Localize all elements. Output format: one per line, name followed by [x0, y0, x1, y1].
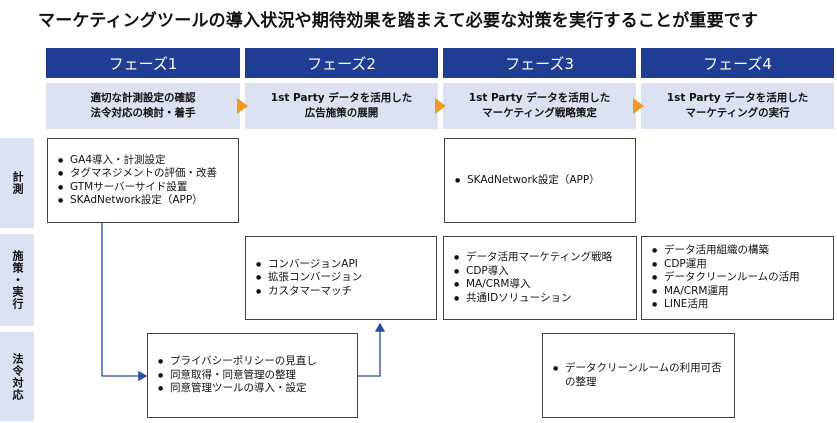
page-title: マーケティングツールの導入状況や期待効果を踏まえて必要な対策を実行することが重要…: [38, 11, 759, 31]
list-item: LINE活用: [652, 298, 800, 312]
phase-2-desc-line-1: 1st Party データを活用した: [270, 92, 413, 104]
list-item: SKAdNetwork設定（APP）: [58, 194, 217, 208]
measure-phase-1-box: GA4導入・計測設定 タグマネジメントの評価・改善 GTMサーバーサイド設置 S…: [47, 138, 239, 223]
action-phase-3-box: データ活用マーケティング戦略 CDP導入 MA/CRM導入 共通IDソリューショ…: [443, 236, 637, 320]
row-label-action: 施策・実行: [0, 234, 34, 326]
action-phase-2-box: コンバージョンAPI 拡張コンバージョン カスタマーマッチ: [245, 236, 437, 320]
list-item: データ活用組織の構築: [652, 244, 800, 258]
list-item: コンバージョンAPI: [256, 258, 362, 272]
list-item: 拡張コンバージョン: [256, 271, 362, 285]
list-item: プライバシーポリシーの見直し: [158, 355, 317, 369]
phase-4-desc-line-2: マーケティングの実行: [685, 107, 790, 119]
phase-1-header: フェーズ1: [46, 48, 240, 78]
list-item: データクリーンルームの活用: [652, 271, 800, 285]
phase-3-desc-line-1: 1st Party データを活用した: [468, 92, 611, 104]
phase-1-desc-line-1: 適切な計測設定の確認: [90, 92, 196, 104]
list-item: MA/CRM導入: [454, 278, 612, 292]
list-item: タグマネジメントの評価・改善: [58, 167, 217, 181]
legal-phase-1-list: プライバシーポリシーの見直し 同意取得・同意管理の整理 同意管理ツールの導入・設…: [156, 355, 317, 396]
phase-2-header: フェーズ2: [245, 48, 438, 78]
phase-arrow-1-icon: [237, 98, 248, 114]
list-item: カスタマーマッチ: [256, 285, 362, 299]
action-phase-3-list: データ活用マーケティング戦略 CDP導入 MA/CRM導入 共通IDソリューショ…: [452, 251, 612, 305]
phase-2-description: 1st Party データを活用した広告施策の展開: [245, 83, 438, 129]
action-phase-2-list: コンバージョンAPI 拡張コンバージョン カスタマーマッチ: [254, 258, 362, 299]
list-item: データクリーンルームの利用可否の整理: [553, 362, 724, 389]
phase-arrow-2-icon: [435, 98, 446, 114]
list-item: CDP導入: [454, 265, 612, 279]
phase-3-description: 1st Party データを活用したマーケティング戦略策定: [443, 83, 636, 129]
list-item: GTMサーバーサイド設置: [58, 181, 217, 195]
list-item: 同意取得・同意管理の整理: [158, 369, 317, 383]
list-item: 共通IDソリューション: [454, 292, 612, 306]
list-item: MA/CRM運用: [652, 285, 800, 299]
measure-phase-3-box: SKAdNetwork設定（APP）: [444, 138, 636, 223]
phase-4-description: 1st Party データを活用したマーケティングの実行: [641, 83, 834, 129]
measure-phase-3-list: SKAdNetwork設定（APP）: [453, 174, 600, 188]
row-label-measurement: 計測: [0, 138, 34, 228]
phase-2-desc-line-2: 広告施策の展開: [304, 107, 379, 119]
phase-1-desc-line-2: 法令対応の検討・着手: [90, 107, 196, 119]
list-item: データ活用マーケティング戦略: [454, 251, 612, 265]
row-label-legal: 法令対応: [0, 332, 34, 421]
phase-1-description: 適切な計測設定の確認法令対応の検討・着手: [46, 83, 240, 129]
legal-phase-1-box: プライバシーポリシーの見直し 同意取得・同意管理の整理 同意管理ツールの導入・設…: [147, 333, 358, 418]
phase-4-header: フェーズ4: [641, 48, 834, 78]
action-phase-4-list: データ活用組織の構築 CDP運用 データクリーンルームの活用 MA/CRM運用 …: [650, 244, 800, 312]
list-item: 同意管理ツールの導入・設定: [158, 382, 317, 396]
action-phase-4-box: データ活用組織の構築 CDP運用 データクリーンルームの活用 MA/CRM運用 …: [641, 236, 834, 320]
phase-arrow-3-icon: [633, 98, 644, 114]
measure-phase-1-list: GA4導入・計測設定 タグマネジメントの評価・改善 GTMサーバーサイド設置 S…: [56, 154, 217, 208]
legal-phase-3-box: データクリーンルームの利用可否の整理: [542, 333, 735, 418]
list-item: CDP運用: [652, 258, 800, 272]
phase-4-desc-line-1: 1st Party データを活用した: [666, 92, 809, 104]
list-item: GA4導入・計測設定: [58, 154, 217, 168]
phase-3-desc-line-2: マーケティング戦略策定: [482, 107, 597, 119]
list-item: SKAdNetwork設定（APP）: [455, 174, 600, 188]
legal-phase-3-list: データクリーンルームの利用可否の整理: [551, 362, 724, 389]
phase-3-header: フェーズ3: [443, 48, 636, 78]
